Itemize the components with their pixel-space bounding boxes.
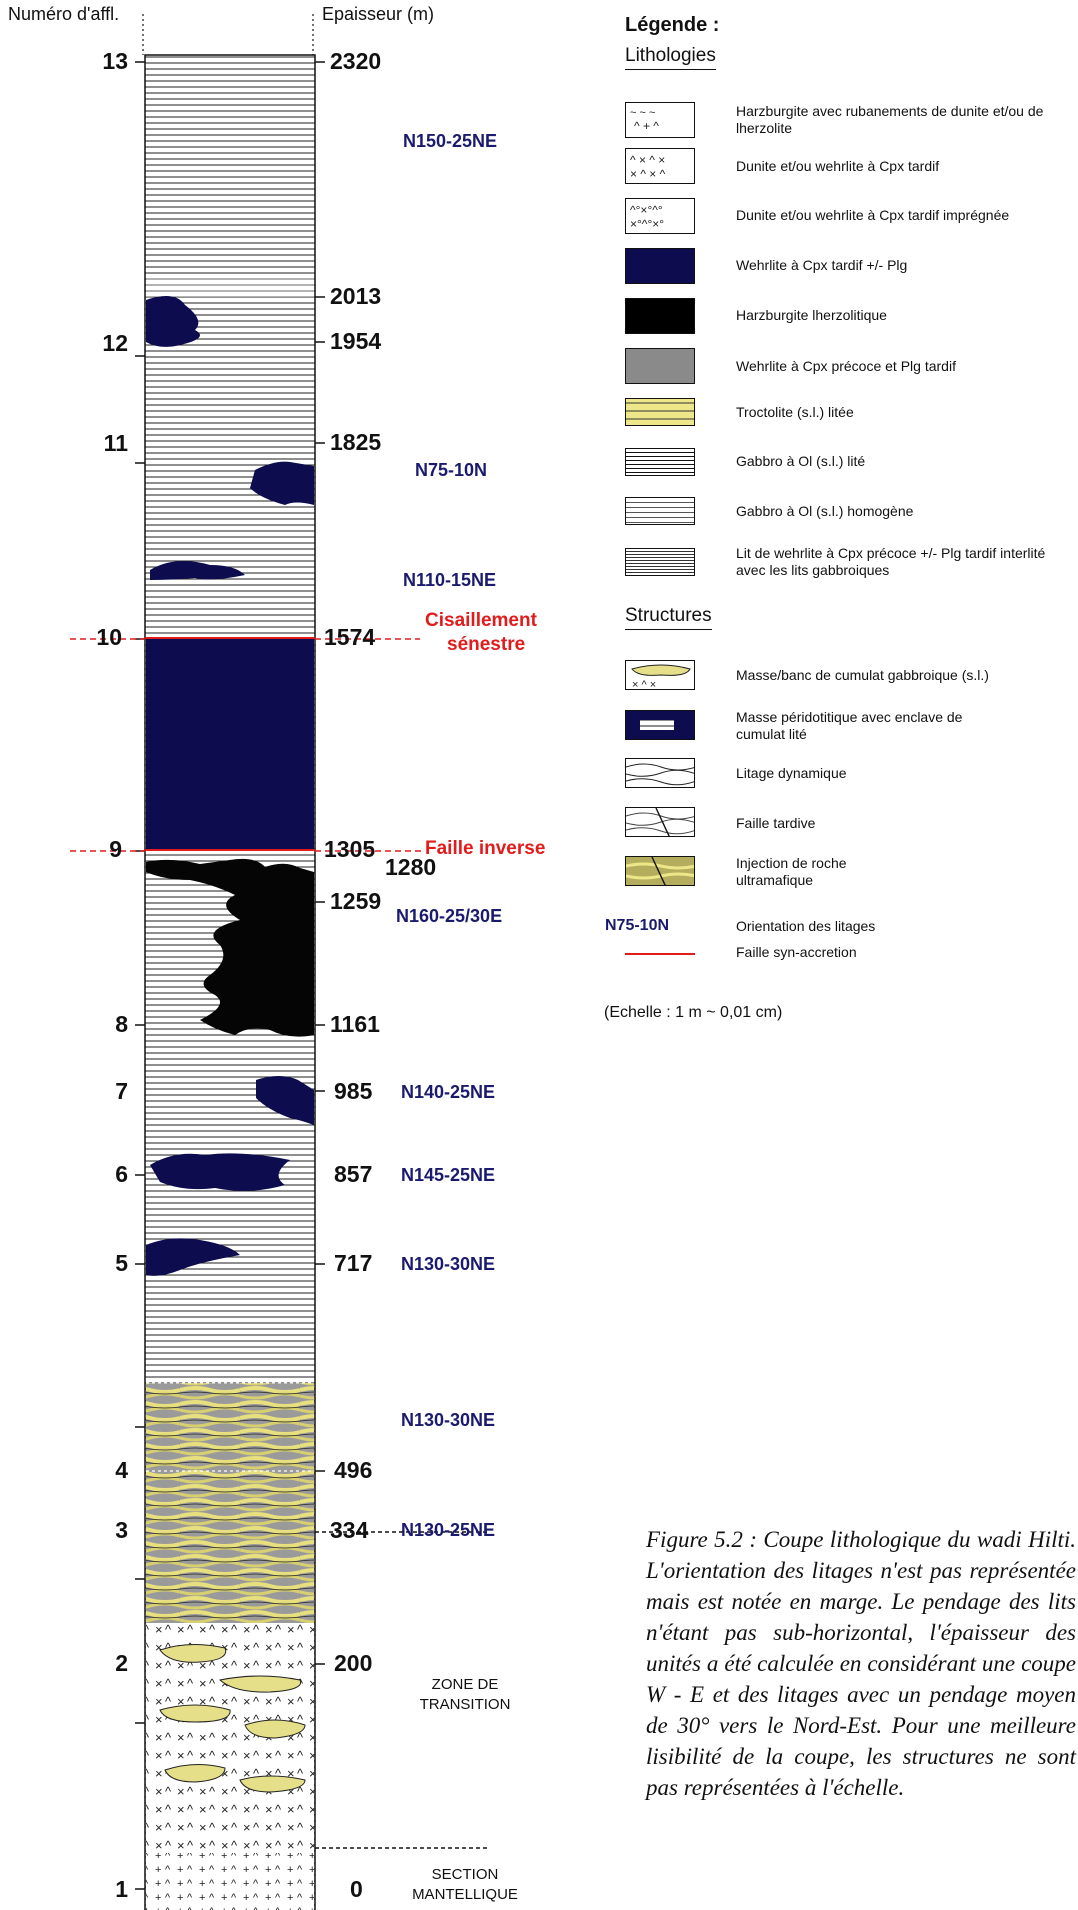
outcrop-number: 10	[96, 624, 122, 650]
svg-text:~ ~ ~: ~ ~ ~	[630, 107, 655, 119]
outcrop-number: 3	[115, 1517, 128, 1543]
thickness-header: Epaisseur (m)	[322, 4, 435, 24]
legend-text-wehrlite-interlayered: Lit de wehrlite à Cpx précoce +/- Plg ta…	[736, 545, 1046, 578]
legend-text-syn-accretion-fault: Faille syn-accretion	[736, 944, 857, 960]
outcrop-number: 6	[115, 1161, 128, 1187]
thickness-label: 1305	[324, 836, 376, 862]
thickness-label: 2320	[330, 48, 382, 74]
legend-swatch-ultramafic-injection	[625, 856, 695, 886]
thickness-label: 1954	[330, 328, 382, 354]
legend-text-harzburgite-banded: Harzburgite avec rubanements de dunite e…	[736, 103, 1044, 136]
thickness-label: 1161	[330, 1011, 380, 1037]
mantle-section-label: SECTION MANTELLIQUE	[395, 1865, 535, 1905]
bedding-orientation: N75-10N	[415, 460, 488, 480]
bedding-orientation: N130-25NE	[401, 1520, 496, 1540]
mantle-section-line2: MANTELLIQUE	[412, 1886, 518, 1903]
outcrop-number: 4	[115, 1457, 128, 1483]
legend-swatch-wehrlite-interlayered	[625, 548, 695, 576]
outcrop-number: 7	[115, 1078, 128, 1104]
bedding-orientation: N160-25/30E	[396, 906, 503, 926]
legend-swatch-harzburgite-lherzolitic	[625, 298, 695, 334]
svg-text:× ^ ×: × ^ ×	[632, 679, 656, 690]
legend-text-late-fault: Faille tardive	[736, 815, 816, 831]
figure-caption: Figure 5.2 : Coupe lithologique du wadi …	[646, 1527, 1076, 1800]
svg-text:× ^ × ^: × ^ × ^	[630, 167, 666, 181]
fault-label-shear-line2: sénestre	[447, 634, 526, 655]
bedding-orientation: N150-25NE	[403, 131, 498, 151]
structures-title: Structures	[625, 605, 712, 630]
legend-scale: (Echelle : 1 m ~ 0,01 cm)	[604, 1004, 783, 1021]
legend-text-orientation: Orientation des litages	[736, 918, 876, 934]
legend-swatch-dunite-impregnated: ^°×°^°×°^°×°	[625, 198, 695, 234]
fault-label-reverse: Faille inverse	[425, 838, 546, 859]
thickness-label: 0	[350, 1876, 363, 1902]
thickness-label: 857	[334, 1161, 373, 1187]
legend-swatch-late-fault	[625, 807, 695, 837]
svg-text:^ × ^ ×: ^ × ^ ×	[630, 153, 665, 167]
thickness-label: 985	[334, 1078, 373, 1104]
outcrop-number: 8	[115, 1011, 128, 1037]
outcrop-number: 13	[102, 48, 128, 74]
thickness-label: 496	[334, 1457, 373, 1483]
legend-swatch-dynamic-layering	[625, 758, 695, 788]
thickness-label: 1259	[330, 888, 382, 914]
outcrop-number: 11	[103, 430, 128, 456]
bedding-orientation: N140-25NE	[401, 1082, 496, 1102]
svg-text:^°×°^°: ^°×°^°	[630, 203, 663, 217]
outcrop-number: 1	[115, 1876, 128, 1902]
legend-swatch-syn-accretion-fault	[625, 953, 695, 955]
bedding-orientation: N130-30NE	[401, 1410, 496, 1430]
legend-title: Légende :	[625, 14, 720, 36]
transition-zone-line1: ZONE DE	[431, 1676, 499, 1693]
legend-swatch-wehrlite-late-cpx	[625, 248, 695, 284]
legend-swatch-wehrlite-early-cpx	[625, 348, 695, 384]
thickness-label: 1574	[324, 624, 376, 650]
outcrop-number-header: Numéro d'affl.	[8, 4, 120, 24]
legend-swatch-gabbroic-cumulate-mass: × ^ ×	[625, 660, 695, 690]
transition-zone-line2: TRANSITION	[419, 1696, 511, 1713]
outcrop-number: 5	[115, 1250, 128, 1276]
legend-swatch-troctolite	[625, 398, 695, 426]
legend-text-dunite-impregnated: Dunite et/ou wehrlite à Cpx tardif impré…	[736, 207, 1010, 223]
legend-swatch-gabbro-homogeneous	[625, 497, 695, 525]
thickness-label: 1280	[385, 854, 437, 880]
legend-text-gabbro-homogeneous: Gabbro à Ol (s.l.) homogène	[736, 503, 914, 519]
legend-text-harzburgite-lherzolitic: Harzburgite lherzolitique	[736, 307, 887, 323]
thickness-label: 200	[334, 1650, 373, 1676]
legend-swatch-peridotite-mass	[625, 710, 695, 740]
lithologies-title: Lithologies	[625, 45, 716, 70]
outcrop-number: 9	[109, 836, 122, 862]
svg-text:^ + ^: ^ + ^	[634, 119, 659, 133]
svg-text:×°^°×°: ×°^°×°	[630, 217, 664, 231]
thickness-label: 717	[334, 1250, 373, 1276]
legend-text-ultramafic-injection: Injection de roche ultramafique	[736, 855, 847, 888]
legend-text-dynamic-layering: Litage dynamique	[736, 765, 847, 781]
legend-text-peridotite-mass: Masse péridotitique avec enclave de cumu…	[736, 709, 963, 742]
legend-text-gabbroic-cumulate-mass: Masse/banc de cumulat gabbroique (s.l.)	[736, 667, 989, 683]
legend-orientation-sample: N75-10N	[605, 917, 670, 934]
legend-swatch-gabbro-layered	[625, 448, 695, 476]
thickness-label: 334	[330, 1517, 369, 1543]
legend-text-wehrlite-late-cpx: Wehrlite à Cpx tardif +/- Plg	[736, 257, 908, 273]
legend-text-gabbro-layered: Gabbro à Ol (s.l.) lité	[736, 453, 866, 469]
bedding-orientation: N145-25NE	[401, 1165, 496, 1185]
legend-swatch-harzburgite-banded: ~ ~ ~^ + ^	[625, 102, 695, 138]
bedding-orientation: N110-15NE	[403, 570, 497, 590]
legend-text-troctolite: Troctolite (s.l.) litée	[736, 404, 854, 420]
bedding-orientation: N130-30NE	[401, 1254, 496, 1274]
thickness-label: 1825	[330, 429, 382, 455]
thickness-label: 2013	[330, 283, 382, 309]
fault-label-shear-line1: Cisaillement	[425, 610, 537, 631]
legend-text-dunite: Dunite et/ou wehrlite à Cpx tardif	[736, 158, 940, 174]
legend-text-wehrlite-early-cpx: Wehrlite à Cpx précoce et Plg tardif	[736, 358, 956, 374]
legend-swatch-dunite: ^ × ^ ×× ^ × ^	[625, 148, 695, 184]
outcrop-number: 2	[115, 1650, 128, 1676]
transition-zone-label: ZONE DE TRANSITION	[395, 1675, 535, 1715]
outcrop-number: 12	[102, 330, 128, 356]
mantle-section-line1: SECTION	[431, 1866, 499, 1883]
